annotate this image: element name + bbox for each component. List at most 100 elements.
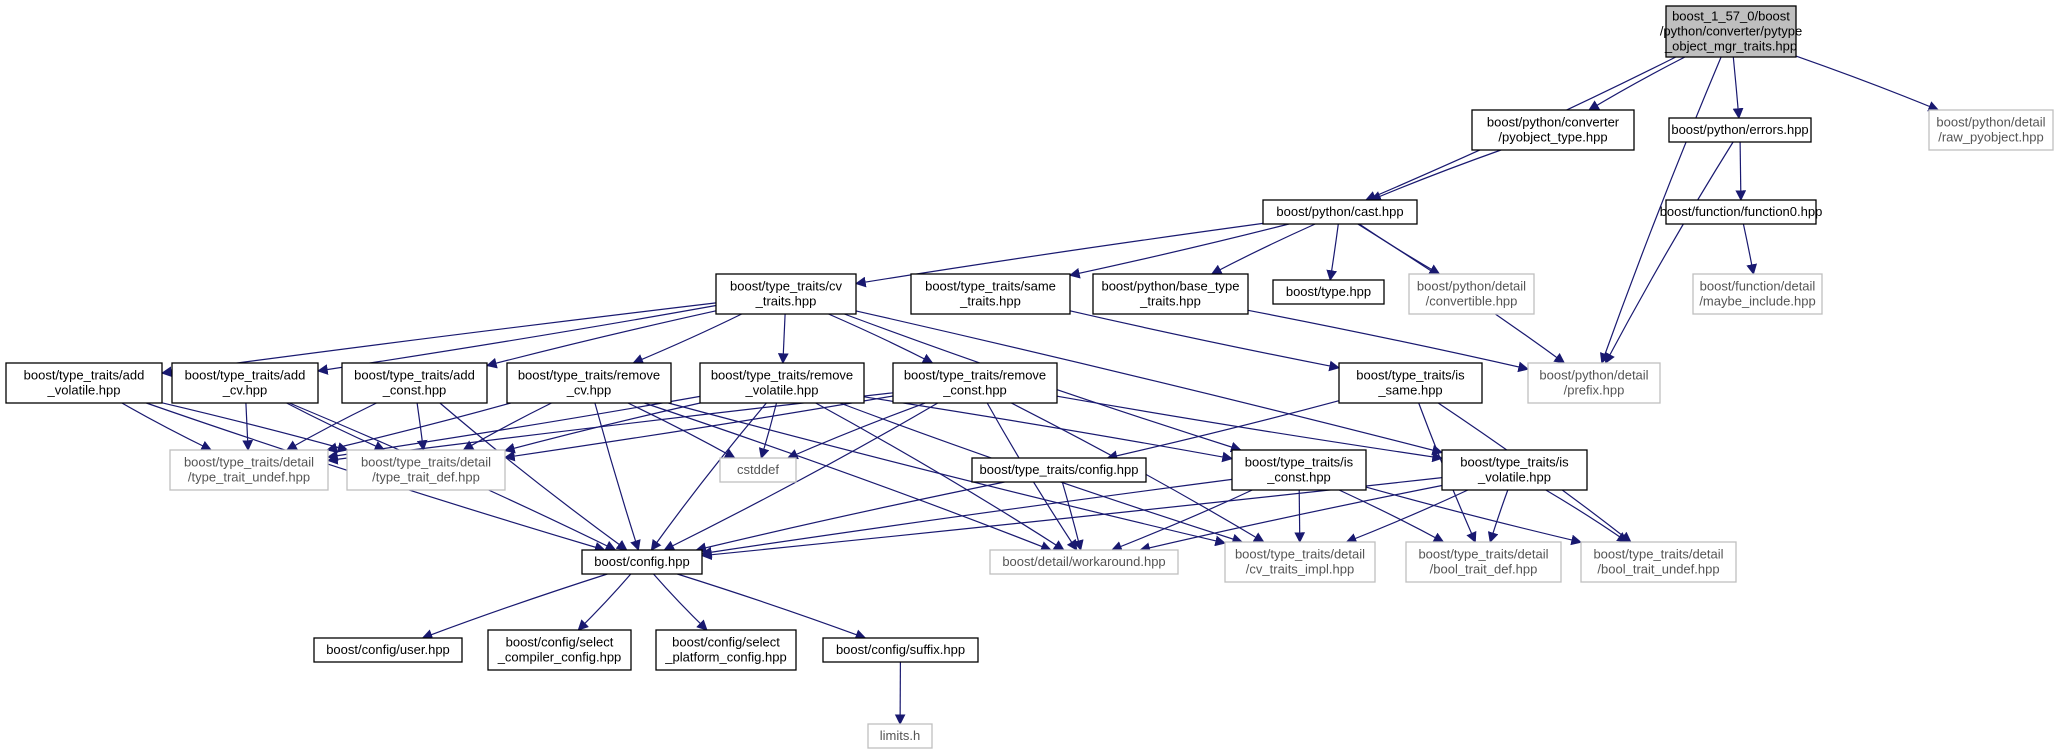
node-is-const[interactable]: boost/type_traits/is_const.hpp — [1231, 449, 1367, 491]
node-type-hpp[interactable]: boost/type.hpp — [1272, 279, 1385, 305]
node-label-line: boost/type_traits/is — [1245, 455, 1354, 470]
node-cv-traits-impl: boost/type_traits/detail/cv_traits_impl.… — [1224, 541, 1376, 583]
node-add-volatile[interactable]: boost/type_traits/add_volatile.hpp — [5, 362, 163, 404]
node-label-line: /bool_trait_def.hpp — [1430, 562, 1538, 577]
node-box — [1527, 362, 1661, 404]
edge-remove_volatile-to-workaround — [815, 402, 1065, 551]
edge-remove_const-to-is_volatile — [1056, 395, 1444, 463]
edge-is_const-to-workaround — [1110, 489, 1253, 552]
node-box — [487, 629, 632, 671]
edge-is_same-to-tt_config — [1106, 400, 1340, 462]
edge-same_traits-to-is_same — [1069, 310, 1341, 372]
node-box — [892, 362, 1058, 404]
node-label-line: /maybe_include.hpp — [1699, 294, 1815, 309]
node-label-line: _platform_config.hpp — [664, 650, 786, 665]
node-bool-trait-undef: boost/type_traits/detail/bool_trait_unde… — [1580, 541, 1737, 583]
node-type-trait-undef: boost/type_traits/detail/type_trait_unde… — [169, 449, 329, 491]
node-errors[interactable]: boost/python/errors.hpp — [1668, 117, 1812, 143]
edge-remove_const-to-config — [663, 402, 939, 551]
node-box — [715, 273, 857, 315]
node-base-type-traits[interactable]: boost/python/base_type_traits.hpp — [1092, 273, 1249, 315]
node-user[interactable]: boost/config/user.hpp — [313, 637, 463, 663]
node-label-line: boost/python/base_type — [1101, 279, 1239, 294]
node-is-same[interactable]: boost/type_traits/is_same.hpp — [1338, 362, 1483, 404]
node-box — [346, 449, 506, 491]
node-label-line: /raw_pyobject.hpp — [1938, 130, 2044, 145]
node-label-line: boost/type_traits/add — [354, 368, 475, 383]
node-box — [1338, 362, 1483, 404]
node-box — [719, 457, 797, 483]
node-label-line: boost/type_traits/remove — [904, 368, 1046, 383]
edge-function0-to-maybe_include — [1742, 223, 1758, 276]
node-label-line: boost/type_traits/is — [1356, 368, 1465, 383]
edge-cast-to-type_hpp — [1326, 223, 1339, 282]
node-add-const[interactable]: boost/type_traits/add_const.hpp — [341, 362, 488, 404]
node-label-line: _traits.hpp — [959, 294, 1021, 309]
node-cstddef: cstddef — [719, 457, 797, 483]
node-select-platform[interactable]: boost/config/select_platform_config.hpp — [655, 629, 797, 671]
node-box — [1272, 279, 1385, 305]
node-remove-cv[interactable]: boost/type_traits/remove_cv.hpp — [506, 362, 672, 404]
node-label-line: /type_trait_def.hpp — [372, 470, 480, 485]
node-box — [910, 273, 1071, 315]
node-label-line: boost/type_traits/detail — [1593, 547, 1723, 562]
node-label-line: boost/python/converter — [1487, 115, 1620, 130]
edge-remove_const-to-type_trait_def — [503, 395, 894, 462]
edge-remove_cv-to-cv_traits_impl — [668, 402, 1227, 547]
node-box — [506, 362, 672, 404]
node-label-line: boost/config/user.hpp — [326, 642, 450, 657]
node-label-line: boost/python/detail — [1539, 368, 1648, 383]
node-label-line: boost/type_traits/remove — [518, 368, 660, 383]
node-label-line: boost/config/select — [672, 635, 780, 650]
node-label-line: boost/type_traits/add — [24, 368, 145, 383]
node-pyobject-type[interactable]: boost/python/converter/pyobject_type.hpp — [1471, 109, 1635, 151]
node-label-line: boost/function/detail — [1700, 279, 1816, 294]
edge-add_volatile-to-type_trait_def — [161, 402, 349, 453]
edge-add_cv-to-type_trait_undef — [242, 402, 254, 452]
edge-cast-to-same_traits — [1068, 223, 1290, 279]
node-tt-config[interactable]: boost/type_traits/config.hpp — [971, 457, 1147, 483]
node-root[interactable]: boost_1_57_0/boost/python/converter/pyty… — [1660, 5, 1802, 58]
node-label-line: limits.h — [880, 728, 920, 743]
node-remove-volatile[interactable]: boost/type_traits/remove_volatile.hpp — [699, 362, 865, 404]
node-add-cv[interactable]: boost/type_traits/add_cv.hpp — [171, 362, 319, 404]
node-label-line: _volatile.hpp — [47, 383, 121, 398]
node-label-line: /cv_traits_impl.hpp — [1246, 562, 1354, 577]
node-label-line: /python/converter/pytype — [1660, 24, 1802, 39]
edge-cast-to-convertible — [1358, 223, 1441, 275]
edge-remove_cv-to-workaround — [644, 402, 1052, 552]
node-cast[interactable]: boost/python/cast.hpp — [1262, 199, 1418, 225]
node-config[interactable]: boost/config.hpp — [581, 549, 703, 575]
node-label-line: _cv.hpp — [222, 383, 268, 398]
node-function0[interactable]: boost/function/function0.hpp — [1660, 199, 1823, 225]
edge-errors-to-function0 — [1735, 141, 1747, 202]
node-box — [1668, 117, 1812, 143]
edge-root-to-raw_pyobject — [1795, 55, 1940, 112]
edge-remove_cv-to-type_trait_undef — [326, 402, 511, 454]
node-label-line: /prefix.hpp — [1564, 383, 1625, 398]
edge-tt_config-to-config — [695, 481, 1005, 553]
node-box — [1224, 541, 1376, 583]
edge-cv_traits-to-remove_cv — [632, 313, 742, 365]
node-box — [581, 549, 703, 575]
node-box — [867, 723, 933, 749]
edge-base_type_traits-to-prefix — [1247, 309, 1530, 373]
node-same-traits[interactable]: boost/type_traits/same_traits.hpp — [910, 273, 1071, 315]
edge-is_volatile-to-bool_trait_undef — [1545, 489, 1629, 543]
node-suffix[interactable]: boost/config/suffix.hpp — [822, 637, 979, 663]
node-limits: limits.h — [867, 723, 933, 749]
edge-add_cv-to-type_trait_def — [286, 402, 386, 451]
edge-is_const-to-bool_trait_undef — [1365, 486, 1583, 546]
node-label-line: _volatile.hpp — [745, 383, 819, 398]
node-select-compiler[interactable]: boost/config/select_compiler_config.hpp — [487, 629, 632, 671]
node-remove-const[interactable]: boost/type_traits/remove_const.hpp — [892, 362, 1058, 404]
node-maybe-include: boost/function/detail/maybe_include.hpp — [1692, 273, 1823, 315]
node-cv-traits[interactable]: boost/type_traits/cv_traits.hpp — [715, 273, 857, 315]
node-workaround: boost/detail/workaround.hpp — [989, 549, 1179, 575]
node-box — [699, 362, 865, 404]
edge-is_const-to-cv_traits_impl — [1294, 489, 1306, 544]
node-label-line: boost/type_traits/add — [185, 368, 306, 383]
edge-is_const-to-bool_trait_def — [1338, 489, 1445, 543]
node-is-volatile[interactable]: boost/type_traits/is_volatile.hpp — [1441, 449, 1588, 491]
